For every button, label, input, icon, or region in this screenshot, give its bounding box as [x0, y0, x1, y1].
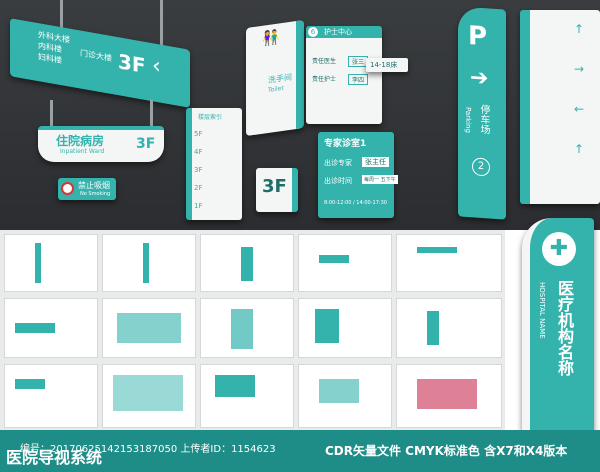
floor-number: 3F — [136, 136, 156, 152]
drawing-thumbnail — [4, 298, 98, 358]
ward-row-value: 张三 — [348, 56, 369, 67]
floor-plate: 3F — [256, 168, 298, 212]
expert-row-label: 出诊专家 — [324, 159, 352, 167]
drawing-thumbnail — [102, 364, 196, 428]
parking-number: 2 — [472, 157, 490, 177]
bed-range: 14-18床 — [370, 61, 398, 69]
arrow-right-icon: → — [574, 62, 585, 76]
arrow-left-icon: ← — [574, 102, 585, 116]
hospital-name-en: HOSPITAL NAME — [538, 282, 546, 339]
footer-title: 医院导视系统 — [6, 448, 103, 467]
floor-number: 3F — [118, 49, 146, 79]
arrow-up-icon: ↑ — [574, 22, 585, 36]
drawing-thumbnail — [102, 298, 196, 358]
hospital-name-pylon: ✚ 医疗机构名称 HOSPITAL NAME — [522, 218, 594, 430]
floor-label: 5F — [194, 130, 203, 138]
toilet-icon: 👫 — [262, 29, 280, 48]
drawing-thumbnail — [396, 234, 502, 292]
expert-row-value: 张主任 — [362, 157, 389, 167]
drawing-thumbnail — [4, 234, 98, 292]
drawing-thumbnail — [4, 364, 98, 428]
ward-number: 6 — [308, 27, 318, 37]
ward-row-label: 责任医生 — [312, 58, 337, 65]
footer-description: CDR矢量文件 CMYK标准色 含X7和X4版本 — [325, 444, 568, 458]
floor-directory-sign: 楼层索引 5F 4F 3F 2F 1F — [186, 108, 242, 220]
arrow-right-icon: ➔ — [470, 65, 489, 92]
drawing-thumbnail — [396, 298, 502, 358]
drawing-thumbnail — [200, 298, 294, 358]
no-smoking-sub: No Smoking — [80, 191, 111, 197]
hanging-rod — [50, 100, 53, 128]
drawing-thumbnail — [396, 364, 502, 428]
toilet-en: Toilet — [268, 84, 284, 94]
toilet-zh: 洗手间 — [268, 72, 292, 85]
ward-row-value: 李四 — [348, 74, 369, 85]
no-smoking-sign: 禁止吸烟 No Smoking — [58, 178, 116, 200]
ward-subtitle: Inpatient Ward — [60, 148, 105, 155]
floor-label: 4F — [194, 148, 203, 156]
hanging-rod — [160, 0, 163, 46]
floor-label: 3F — [194, 166, 203, 174]
expert-row-label: 出诊时间 — [324, 177, 352, 185]
no-smoking-label: 禁止吸烟 — [78, 181, 110, 190]
direction-totem: ↑ → ← ↑ — [520, 10, 600, 204]
expert-hours: 8:00-12:00 / 14:00-17:30 — [324, 200, 387, 206]
hospital-name-zh: 医疗机构名称 — [555, 280, 574, 376]
parking-zh: 停车场 — [478, 103, 489, 135]
drawing-thumbnail — [298, 298, 392, 358]
hanging-rod — [150, 100, 153, 128]
design-drawing-grid — [0, 230, 505, 430]
drawing-thumbnail — [200, 364, 294, 428]
expert-title: 专家诊室1 — [324, 139, 367, 149]
parking-en: Parking — [464, 106, 472, 134]
expert-room-sign: 专家诊室1 出诊专家 张主任 出诊时间 每周一 五下午 8:00-12:00 /… — [318, 132, 398, 218]
toilet-sign: 👫 洗手间 Toilet — [246, 19, 304, 137]
ward-title: 护士中心 — [324, 28, 352, 36]
parking-p-icon: P — [468, 21, 488, 53]
drawing-thumbnail — [298, 234, 392, 292]
drawing-thumbnail — [200, 234, 294, 292]
ward-row-label: 责任护士 — [312, 76, 337, 83]
drawing-thumbnail — [102, 234, 196, 292]
inpatient-ward-sign: 住院病房 Inpatient Ward 3F — [38, 126, 164, 162]
hanging-rod — [60, 0, 63, 36]
footer-banner: 医院导视系统 编号：20170625142153187050 上传者ID：115… — [0, 430, 600, 472]
footer-meta: 编号：20170625142153187050 上传者ID：1154623 — [20, 444, 276, 455]
direction-line: 门诊大楼 — [80, 48, 112, 64]
floor-label: 1F — [194, 202, 203, 210]
ward-title: 住院病房 — [56, 134, 105, 148]
directory-title: 楼层索引 — [198, 114, 223, 121]
parking-totem: P ➔ 停车场 Parking 2 — [458, 6, 506, 220]
bed-number-plate: 14-18床 — [366, 58, 408, 72]
medical-cross-icon: ✚ — [542, 232, 576, 266]
ward-info-sign: 6 护士中心 责任医生 张三 责任护士 李四 — [306, 26, 382, 124]
floor-number: 3F — [262, 176, 287, 197]
arrow-up-icon: ↑ — [574, 142, 585, 156]
drawing-thumbnail — [298, 364, 392, 428]
arrow-left-icon: ‹ — [152, 53, 161, 80]
expert-row-value: 每周一 五下午 — [362, 175, 398, 184]
floor-label: 2F — [194, 184, 203, 192]
no-smoking-icon — [61, 182, 74, 195]
